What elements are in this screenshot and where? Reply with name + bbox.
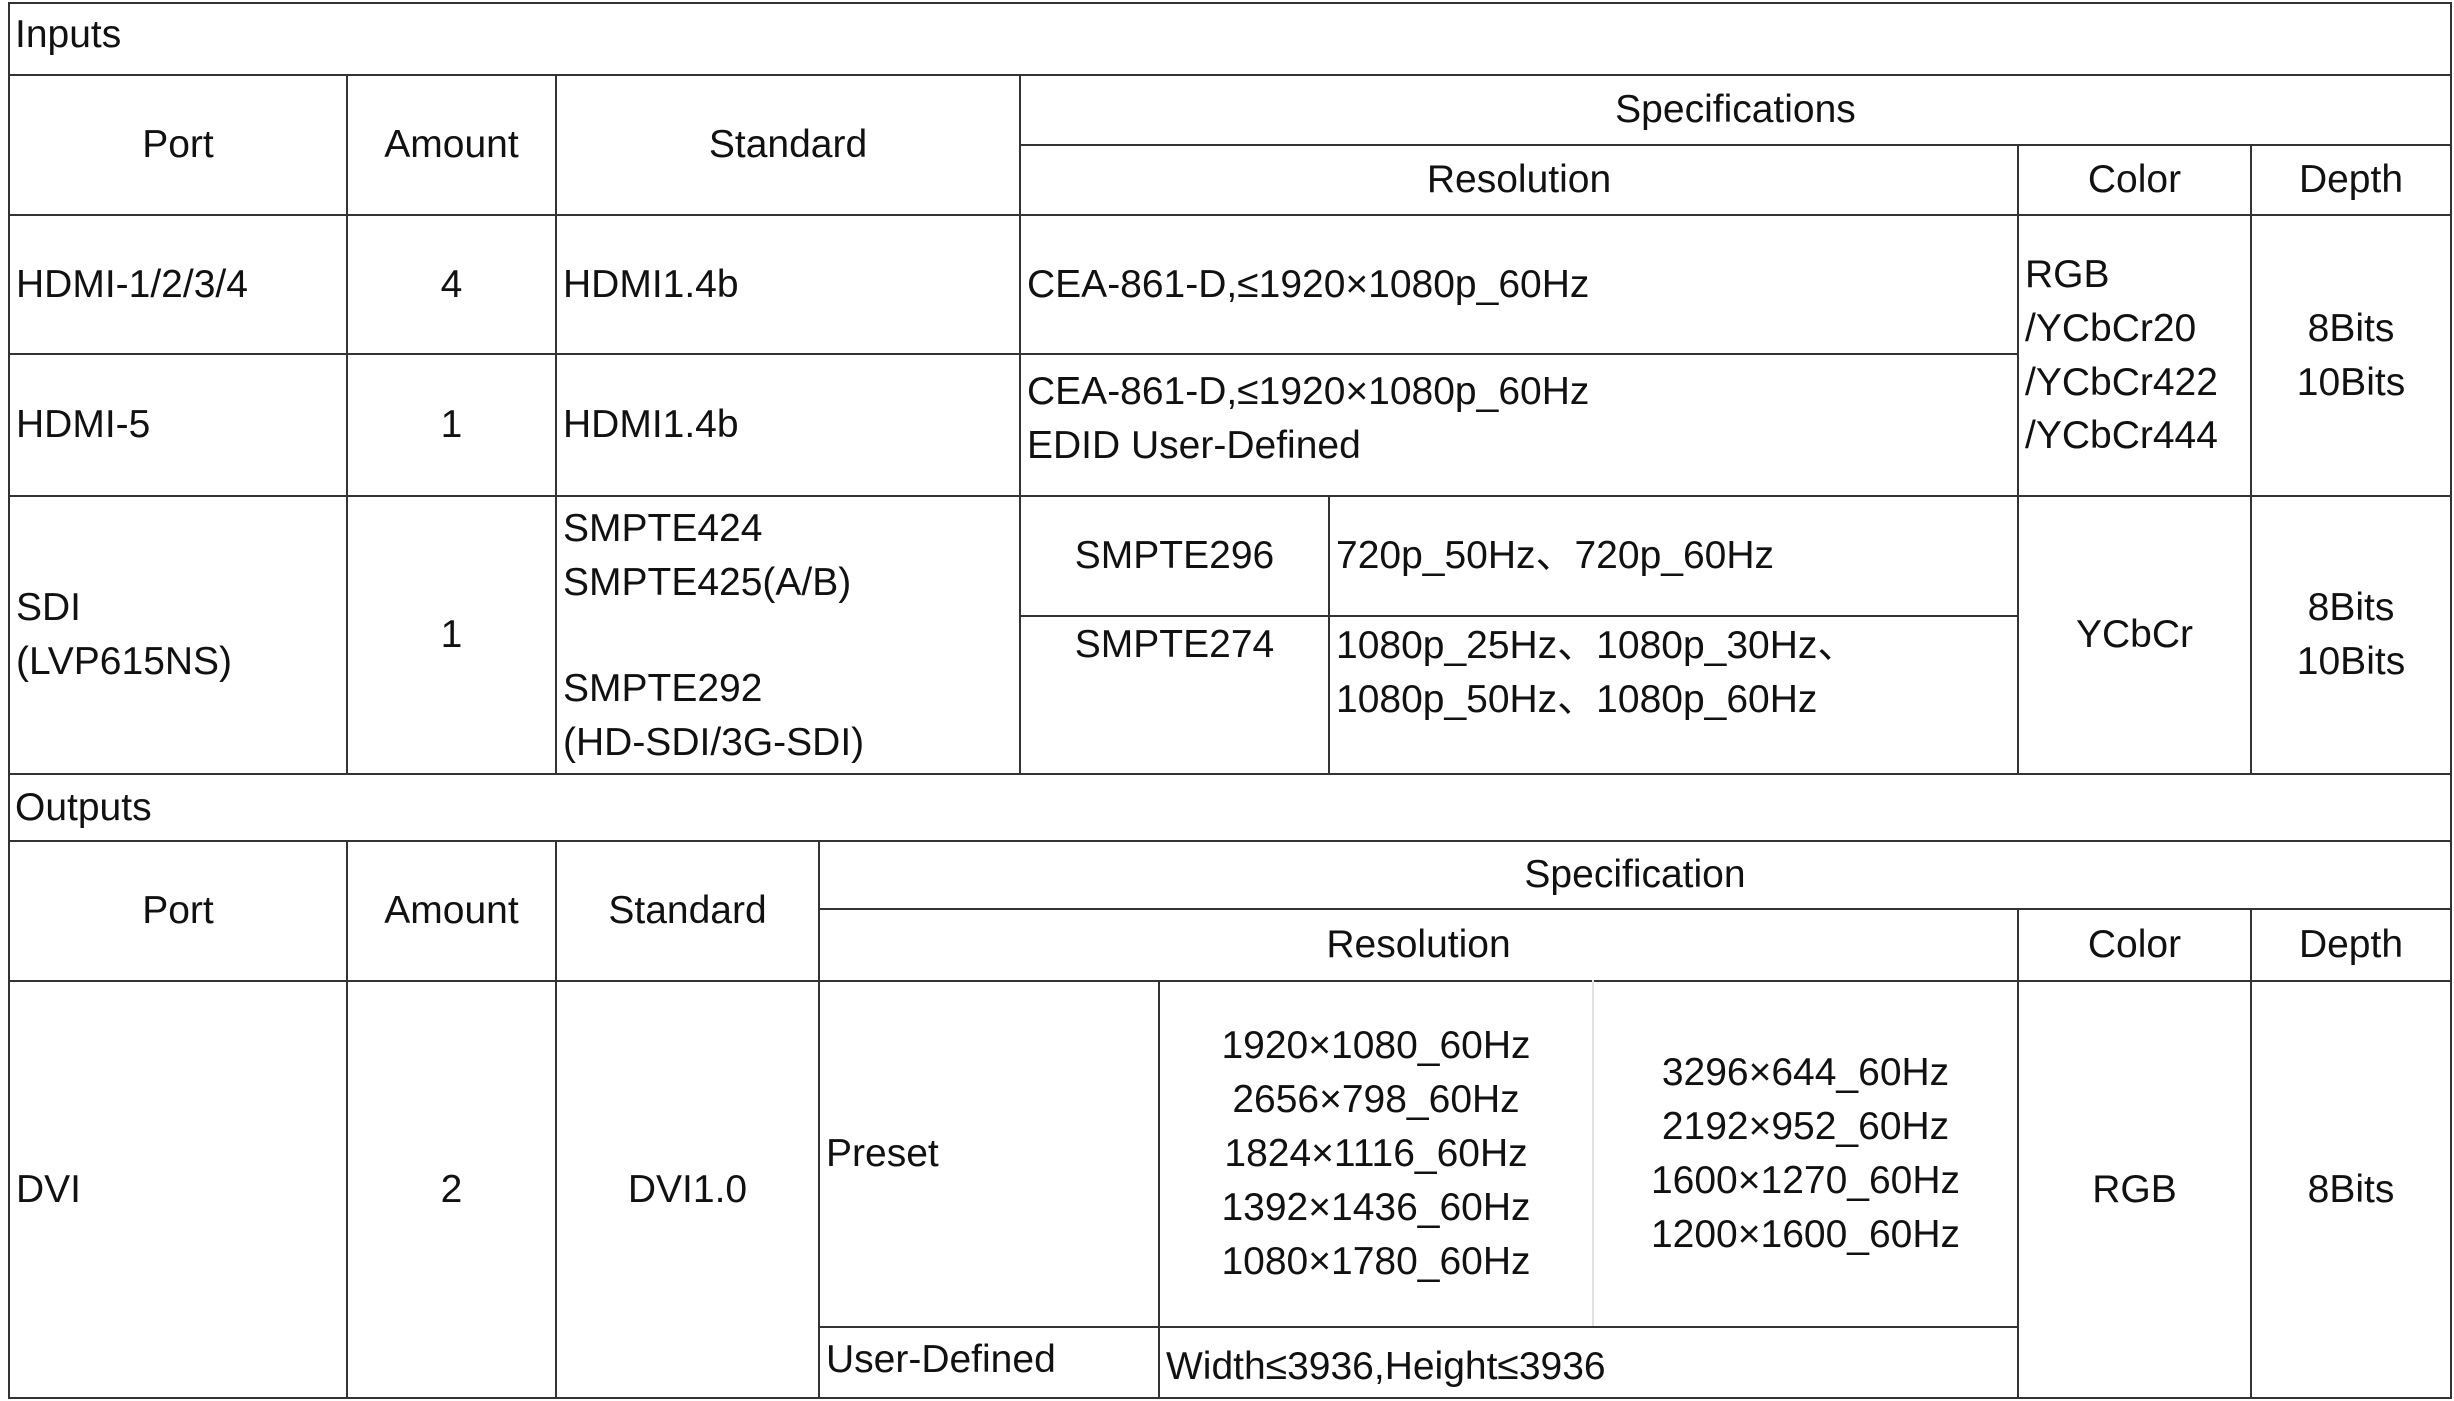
outputs-header-specification: Specification [1524,853,1746,897]
grid-line [8,2,2452,4]
inputs-header-specifications: Specifications [1615,88,1856,132]
hdmi-color: RGB /YCbCr20 /YCbCr422 /YCbCr444 [2025,252,2218,458]
sdi-standard-b: SMPTE292 (HD-SDI/3G-SDI) [563,667,865,764]
hdmi-1-4-port: HDMI-1/2/3/4 [16,262,248,306]
grid-line [8,1397,2452,1399]
inputs-header-depth: Depth [2298,158,2404,202]
sdi-standard-a: SMPTE424 SMPTE425(A/B) [563,507,852,604]
hdmi-1-4-amount: 4 [440,262,463,306]
grid-line [346,74,348,775]
smpte296-resolution: 720p_50Hz、720p_60Hz [1336,534,1774,578]
grid-line [8,495,2452,497]
grid-line [8,2,10,1399]
inputs-header-standard: Standard [708,123,868,167]
preset-resolutions-col2: 3296×644_60Hz 2192×952_60Hz 1600×1270_60… [1650,1051,1961,1256]
grid-line [8,214,2452,216]
grid-line [1592,980,1594,1326]
grid-line [2250,908,2252,1399]
grid-line [8,74,2452,76]
dvi-port: DVI [16,1167,82,1211]
smpte296-name: SMPTE296 [1074,534,1275,578]
user-defined-label: User-Defined [826,1338,1056,1382]
dvi-depth: 8Bits [2307,1167,2395,1211]
grid-line [818,840,820,1399]
preset-label: Preset [826,1132,939,1176]
sdi-depth: 8Bits 10Bits [2296,586,2406,683]
grid-line [8,980,2452,982]
hdmi-5-port: HDMI-5 [16,403,151,447]
sdi-port: SDI (LVP615NS) [16,586,233,683]
grid-line [1328,495,1330,775]
grid-line [818,1326,2019,1328]
smpte274-name: SMPTE274 [1074,623,1275,667]
grid-line [2017,144,2019,775]
dvi-standard: DVI1.0 [627,1167,748,1211]
inputs-section-title: Inputs [15,13,122,57]
inputs-header-port: Port [142,123,214,167]
hdmi-5-amount: 1 [440,403,463,447]
grid-line [8,353,2019,355]
hdmi-5-standard: HDMI1.4b [563,403,739,447]
user-defined-value: Width≤3936,Height≤3936 [1166,1344,1606,1388]
outputs-section-title: Outputs [15,785,152,829]
grid-line [8,773,2452,775]
outputs-header-resolution: Resolution [1326,923,1511,967]
hdmi-1-4-standard: HDMI1.4b [563,262,739,306]
inputs-header-color: Color [2087,158,2182,202]
hdmi-5-resolution: CEA-861-D,≤1920×1080p_60Hz EDID User-Def… [1027,370,1590,467]
grid-line [2450,2,2452,1399]
hdmi-1-4-resolution: CEA-861-D,≤1920×1080p_60Hz [1027,262,1590,306]
grid-line [1019,144,2452,146]
outputs-header-color: Color [2087,923,2182,967]
grid-line [1158,980,1160,1399]
grid-line [2017,908,2019,1399]
dvi-color: RGB [2092,1167,2177,1211]
grid-line [2250,144,2252,775]
inputs-header-amount: Amount [384,123,519,167]
grid-line [8,840,2452,842]
outputs-header-depth: Depth [2298,923,2404,967]
grid-line [1019,615,2019,617]
sdi-amount: 1 [440,613,463,657]
outputs-header-amount: Amount [384,889,519,933]
grid-line [346,840,348,1399]
preset-resolutions-col1: 1920×1080_60Hz 2656×798_60Hz 1824×1116_6… [1221,1024,1531,1283]
grid-line [1019,74,1021,775]
sdi-color: YCbCr [2075,613,2194,657]
grid-line [818,908,2452,910]
inputs-header-resolution: Resolution [1426,158,1612,202]
hdmi-depth: 8Bits 10Bits [2296,306,2406,404]
outputs-header-standard: Standard [608,889,767,933]
outputs-header-port: Port [142,889,214,933]
grid-line [555,74,557,775]
dvi-amount: 2 [440,1167,463,1211]
smpte274-resolution: 1080p_25Hz、1080p_30Hz、 1080p_50Hz、1080p_… [1336,624,1857,721]
grid-line [555,840,557,1399]
